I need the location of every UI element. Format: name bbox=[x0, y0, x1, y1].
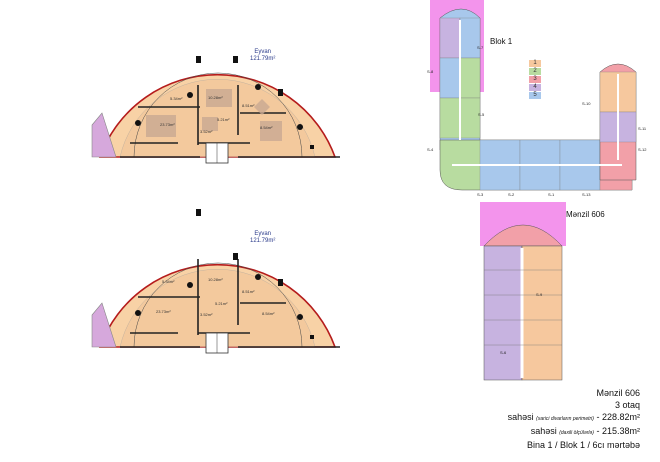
section-label: S-8 bbox=[427, 69, 434, 74]
floor-plan-top: Eyvan 121.79m² 5.34m² 10.28m² 8.51m² 23.… bbox=[90, 5, 345, 167]
section-label: S-4 bbox=[427, 147, 434, 152]
balcony-name: Eyvan bbox=[254, 49, 272, 55]
legend-label: 3 bbox=[533, 76, 537, 82]
room-area: 8.51m² bbox=[242, 289, 255, 294]
area-internal-note: (daxili ölçülərlə) bbox=[559, 430, 594, 436]
section-detail: Mənzil 606 S-9 S-6 bbox=[478, 200, 605, 382]
room-area: 8.54m² bbox=[262, 311, 275, 316]
balcony-area: 121.79m² bbox=[250, 56, 276, 63]
legend-label: 1 bbox=[533, 60, 537, 66]
legend-label: 5 bbox=[533, 92, 537, 98]
apartment-label: Mənzil 606 bbox=[566, 210, 605, 219]
legend-label: 4 bbox=[533, 84, 537, 90]
section-label: S-2 bbox=[508, 192, 515, 197]
room-area: 5.34m² bbox=[162, 279, 175, 284]
area-external-note: (xarici divarların perimetri) bbox=[536, 416, 594, 422]
columns bbox=[135, 56, 314, 149]
room-area: 5.21m² bbox=[217, 117, 230, 122]
section-label: S-11 bbox=[638, 126, 647, 131]
apartment-info: Mənzil 606 3 otaq sahəsi (xarici divarla… bbox=[340, 387, 640, 451]
section-label: S-7 bbox=[477, 45, 484, 50]
room-area: 10.28m² bbox=[208, 95, 223, 100]
adjacent-unit bbox=[91, 112, 117, 158]
area-internal-word: sahəsi bbox=[530, 426, 557, 436]
block-overview: Blok 1 S-7 S-8 S-5 S-4 S-3 S-2 S-1 S-13 … bbox=[422, 0, 654, 200]
section-detail-drawing bbox=[480, 202, 566, 381]
section-label: S-5 bbox=[478, 112, 485, 117]
area-external: sahəsi (xarici divarların perimetri) - 2… bbox=[340, 411, 640, 425]
area-internal: sahəsi (daxili ölçülərlə) - 215.38m² bbox=[340, 425, 640, 439]
floor-plan-bottom-drawing bbox=[91, 209, 340, 354]
legend-item: 2 bbox=[529, 68, 541, 75]
section-label: S-10 bbox=[582, 101, 591, 106]
balcony-name: Eyvan bbox=[254, 231, 272, 237]
floor-plan-bottom: Eyvan 121.79m² 5.34m² 10.28m² 8.51m² 23.… bbox=[90, 195, 345, 357]
room-area: 8.54m² bbox=[260, 125, 273, 130]
area-external-value: - 228.82m² bbox=[596, 412, 640, 422]
legend-label: 2 bbox=[533, 68, 537, 74]
room-area: 23.73m² bbox=[160, 122, 175, 127]
legend-item: 1 bbox=[529, 60, 541, 67]
room-area: 5.34m² bbox=[170, 96, 183, 101]
section-label: S-12 bbox=[638, 147, 647, 152]
section-label: S-9 bbox=[536, 292, 543, 297]
room-area: 3.52m² bbox=[200, 129, 213, 134]
block-overview-drawing bbox=[430, 0, 637, 191]
legend-item: 3 bbox=[529, 76, 541, 83]
area-external-word: sahəsi bbox=[507, 412, 534, 422]
room-area: 8.51m² bbox=[242, 103, 255, 108]
room-area: 3.52m² bbox=[200, 312, 213, 317]
section-label: S-1 bbox=[548, 192, 555, 197]
legend-item: 4 bbox=[529, 84, 541, 91]
room-area: 10.28m² bbox=[208, 277, 223, 282]
section-label: S-6 bbox=[500, 350, 507, 355]
room-count: 3 otaq bbox=[614, 400, 640, 410]
balcony-area: 121.79m² bbox=[250, 238, 276, 245]
balcony-label: Eyvan 121.79m² bbox=[250, 231, 275, 245]
floor-plan-top-drawing bbox=[91, 56, 340, 164]
section-label: S-13 bbox=[582, 192, 591, 197]
legend-item: 5 bbox=[529, 92, 541, 99]
room-area: 23.73m² bbox=[156, 309, 171, 314]
apartment-number: Mənzil 606 bbox=[596, 388, 640, 398]
room-area: 5.21m² bbox=[215, 301, 228, 306]
location: Bina 1 / Blok 1 / 6cı mərtəbə bbox=[526, 440, 640, 450]
section-label: S-3 bbox=[477, 192, 484, 197]
balcony-label: Eyvan 121.79m² bbox=[250, 49, 275, 63]
blok-label: Blok 1 bbox=[490, 37, 513, 46]
area-internal-value: - 215.38m² bbox=[596, 426, 640, 436]
